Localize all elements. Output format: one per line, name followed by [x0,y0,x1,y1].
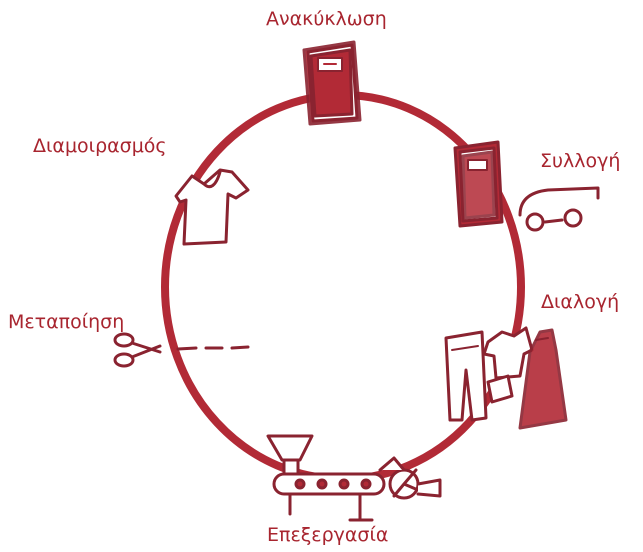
scissors-icon [115,334,160,366]
stage-label-upcycling: Μεταποίηση [8,311,124,333]
stage-label-collection: Συλλογή [540,150,620,172]
tshirt-icon [176,170,248,244]
sorted-clothes-icon [446,328,566,428]
processing-machine-icon [268,436,440,520]
stage-label-processing: Επεξεργασία [267,524,388,546]
cut-line [178,347,248,349]
stage-label-sorting: Διαλογή [541,291,619,313]
stage-label-sharing: Διαμοιρασμός [33,135,167,157]
stage-label-recycling: Ανακύκλωση [266,8,387,30]
recycling-bin-icon [304,42,360,124]
